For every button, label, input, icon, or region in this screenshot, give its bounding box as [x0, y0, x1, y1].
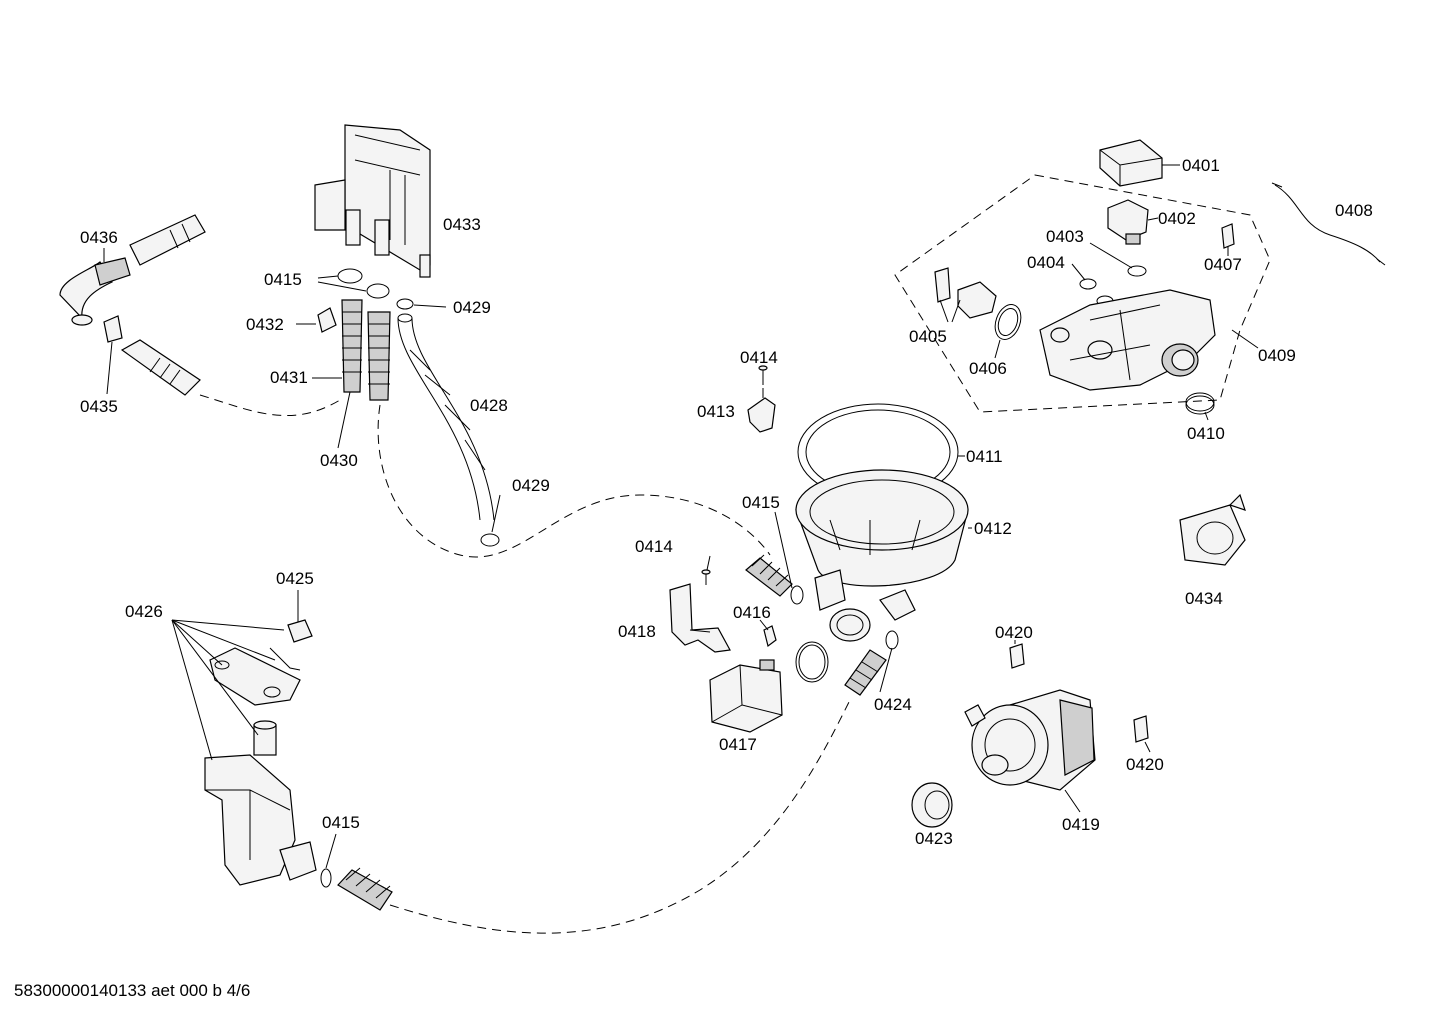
switch-0402: [1107, 199, 1149, 245]
label-0418: 0418: [618, 622, 656, 641]
label-0414-top: 0414: [740, 348, 778, 367]
ring-0415-bottom: [320, 868, 332, 888]
label-0405: 0405: [909, 327, 947, 346]
label-0407: 0407: [1204, 255, 1242, 274]
rings-0415-top: [337, 268, 390, 299]
cap-0426: [253, 720, 277, 756]
hose-bottom: [337, 867, 393, 911]
label-0401: 0401: [1182, 156, 1220, 175]
label-0415-sump: 0415: [742, 493, 780, 512]
clip-0420-right: [1133, 715, 1149, 743]
holder-0418: [669, 583, 731, 653]
seal-0406: [994, 304, 1022, 340]
label-0426: 0426: [125, 602, 163, 621]
hose-0431: [341, 299, 363, 393]
clip-0420-top: [1009, 643, 1025, 669]
hose-0428: [397, 313, 495, 521]
label-0409: 0409: [1258, 346, 1296, 365]
hose-0424: [844, 630, 899, 696]
label-0425: 0425: [276, 569, 314, 588]
sensor-0407: [1221, 223, 1235, 249]
clamp-0429-bottom: [480, 533, 500, 547]
label-0410: 0410: [1187, 424, 1225, 443]
valve-0426: [204, 754, 317, 886]
label-0424: 0424: [874, 695, 912, 714]
sump-0412: [795, 469, 969, 642]
label-0434: 0434: [1185, 589, 1223, 608]
leader-lines: [103, 164, 1259, 869]
seal-ring-large: [795, 641, 829, 683]
label-0408: 0408: [1335, 201, 1373, 220]
clamp-0429-top: [396, 298, 414, 310]
label-0417: 0417: [719, 735, 757, 754]
label-0429-bottom: 0429: [512, 476, 550, 495]
label-0403: 0403: [1046, 227, 1084, 246]
ring-0423: [911, 782, 953, 828]
screw-0414-top: [758, 365, 768, 385]
label-0414-mid: 0414: [635, 537, 673, 556]
label-0423: 0423: [915, 829, 953, 848]
cable-0408: [1271, 182, 1386, 266]
clip-0432: [317, 307, 337, 333]
label-0435: 0435: [80, 397, 118, 416]
label-0415-bottom: 0415: [322, 813, 360, 832]
label-0428: 0428: [470, 396, 508, 415]
label-0413: 0413: [697, 402, 735, 421]
label-0429-top: 0429: [453, 298, 491, 317]
label-0411: 0411: [966, 447, 1003, 466]
plate-0426: [209, 647, 301, 706]
hose-0430: [367, 311, 391, 401]
footer-document-code: 58300000140133 aet 000 b 4/6: [14, 981, 250, 1000]
label-0402: 0402: [1158, 209, 1196, 228]
label-0432: 0432: [246, 315, 284, 334]
clamp-0410: [1185, 392, 1215, 415]
wire-0426: [269, 647, 301, 671]
label-0412: 0412: [974, 519, 1012, 538]
screw-0414-mid: [701, 569, 711, 585]
sensor-0425: [287, 619, 313, 643]
label-0415-top: 0415: [264, 270, 302, 289]
label-0420-right: 0420: [1126, 755, 1164, 774]
cover-0401: [1099, 139, 1163, 187]
sensor-0405: [934, 267, 997, 319]
label-0404: 0404: [1027, 253, 1065, 272]
label-0430: 0430: [320, 451, 358, 470]
bracket-0413: [747, 397, 776, 433]
hose-end: [120, 339, 201, 396]
label-0416: 0416: [733, 603, 771, 622]
hose-0436: [59, 214, 206, 326]
clip-0416: [763, 625, 777, 648]
label-0436: 0436: [80, 228, 118, 247]
clip-0435: [103, 315, 123, 343]
hose-0415-sump: [745, 554, 804, 605]
label-0406: 0406: [969, 359, 1007, 378]
valve-block-0409: [1039, 289, 1216, 391]
part-labels: 0401 0402 0403 0404 0405 0406 0407 0408 …: [80, 156, 1373, 848]
pump-0417: [709, 659, 783, 733]
label-0431: 0431: [270, 368, 308, 387]
tank-0433: [314, 124, 431, 278]
label-0433: 0433: [443, 215, 481, 234]
label-0420-top: 0420: [995, 623, 1033, 642]
pump-0419: [964, 689, 1096, 791]
fan-0434: [1179, 493, 1246, 566]
assembly-dash-lines: [199, 174, 1271, 934]
label-0419: 0419: [1062, 815, 1100, 834]
